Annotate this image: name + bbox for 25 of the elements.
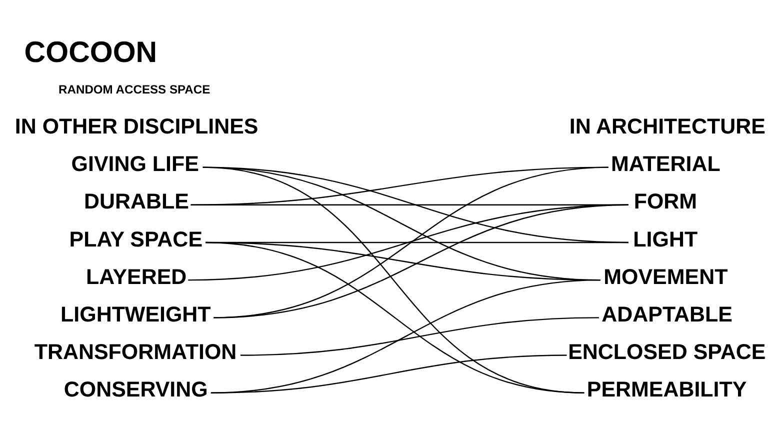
node-text: LAYERED <box>86 264 187 289</box>
connector <box>202 166 584 394</box>
label: IN ARCHITECTURE <box>569 114 766 138</box>
node-text: ENCLOSED SPACE <box>568 340 766 364</box>
node-text: MATERIAL <box>611 152 720 176</box>
connector <box>188 204 629 281</box>
connector <box>214 204 629 318</box>
node-text: ADAPTABLE <box>602 302 732 326</box>
node-text: TRANSFORMATION <box>34 340 237 364</box>
node-text: DURABLE <box>84 190 190 214</box>
node-text: GIVING LIFE <box>71 152 199 176</box>
label: RANDOM ACCESS SPACE <box>58 82 210 97</box>
diagram-title: COCOON <box>24 36 158 70</box>
node-text: FORM <box>634 190 698 214</box>
node-text: PERMEABILITY <box>586 378 747 402</box>
connector <box>210 354 567 394</box>
node-text: LIGHTWEIGHT <box>60 302 211 326</box>
connector <box>206 242 584 394</box>
node-text: CONSERVING <box>64 378 208 402</box>
node-text: PLAY SPACE <box>69 227 203 252</box>
connector <box>210 279 600 394</box>
node-text: MOVEMENT <box>604 264 728 289</box>
connector <box>240 317 599 356</box>
label: IN OTHER DISCIPLINES <box>14 114 258 138</box>
node-text: LIGHT <box>633 227 698 252</box>
